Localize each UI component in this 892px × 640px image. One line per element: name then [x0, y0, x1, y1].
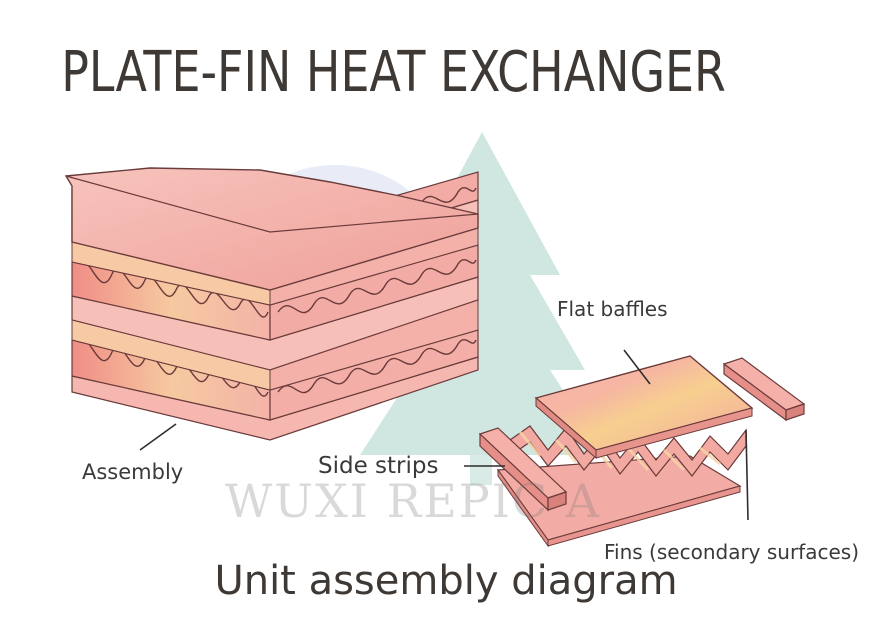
label-side-strips: Side strips [318, 453, 439, 479]
watermark-text: WUXI REPIC A [225, 474, 601, 528]
fins-leader [745, 429, 749, 521]
label-flat-baffles: Flat baffles [557, 297, 668, 321]
label-assembly: Assembly [82, 460, 184, 484]
diagram-title: PLATE-FIN HEAT EXCHANGER [61, 40, 726, 105]
diagram-subtitle: Unit assembly diagram [214, 558, 678, 604]
baffles-leader [623, 349, 651, 385]
label-fins: Fins (secondary surfaces) [604, 540, 859, 564]
assembly-leader [139, 423, 177, 451]
assembly-stack [64, 167, 479, 441]
exploded-view [478, 355, 806, 548]
